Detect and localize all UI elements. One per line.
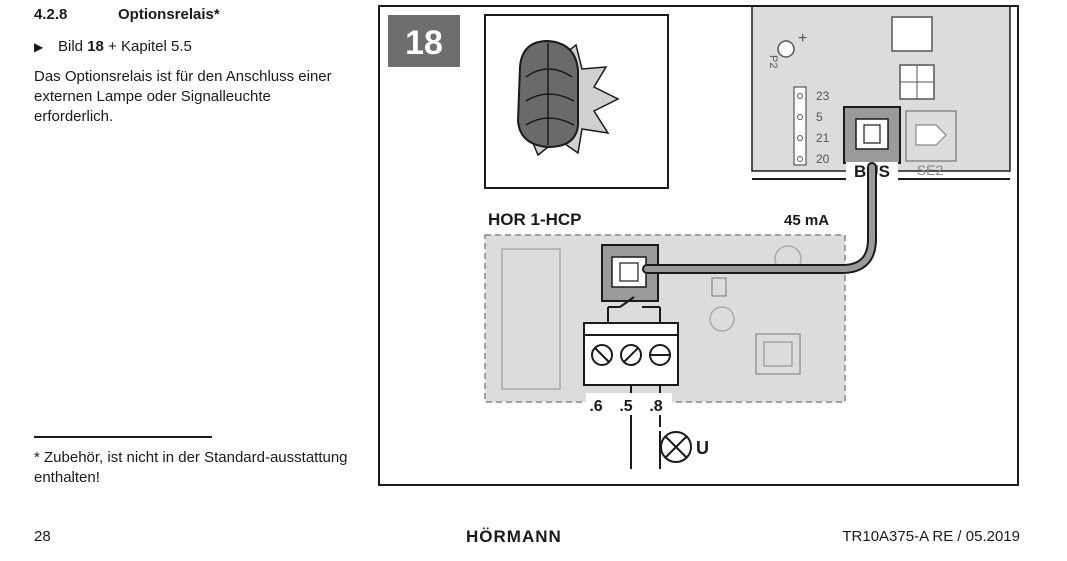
figure-18: 18 P2 + 23 5 21 20 BUS SE2 <box>378 5 1019 486</box>
signal-lamp-icon <box>516 39 620 157</box>
figure-reference: ▶ Bild 18 + Kapitel 5.5 <box>34 38 192 55</box>
terminal-label: .8 <box>649 398 662 415</box>
pin-header <box>793 86 807 166</box>
section-title: Optionsrelais* <box>118 6 220 23</box>
pin-label: 5 <box>816 110 823 124</box>
connector-icon <box>891 16 933 52</box>
reference-figure-number: 18 <box>87 38 104 55</box>
wiring-diagram: 18 P2 + 23 5 21 20 BUS SE2 <box>388 7 1011 469</box>
se2-socket <box>905 110 957 162</box>
p2-label: P2 <box>767 55 779 68</box>
section-number: 4.2.8 <box>34 6 68 23</box>
microcontroller-icon <box>755 333 801 375</box>
figure-number-badge <box>388 15 460 67</box>
chip-icon <box>711 277 727 297</box>
pin-label: 23 <box>816 89 830 103</box>
reference-suffix: + Kapitel 5.5 <box>103 38 192 55</box>
plus-sign: + <box>798 30 807 47</box>
lamp-label: U <box>696 438 709 458</box>
lamp-symbol-icon <box>660 431 692 463</box>
brand-logo: HÖRMANN <box>466 527 562 546</box>
se2-label: SE2 <box>917 162 944 178</box>
terminal-label: .6 <box>589 398 602 415</box>
document-reference: TR10A375-A RE / 05.2019 <box>842 528 1020 545</box>
page-number: 28 <box>34 528 51 545</box>
module-name: HOR 1-HCP <box>488 210 582 229</box>
arrow-right-icon: ▶ <box>34 40 44 54</box>
reference-prefix: Bild <box>58 38 88 55</box>
pin-label: 20 <box>816 152 830 166</box>
pin-label: 21 <box>816 131 830 145</box>
terminal-label: .5 <box>619 398 632 415</box>
current-rating: 45 mA <box>784 212 829 229</box>
figure-number: 18 <box>405 24 443 62</box>
controller-board: P2 + 23 5 21 20 BUS SE2 <box>751 7 1011 181</box>
footnote: * Zubehör, ist nicht in der Standard-aus… <box>34 449 348 486</box>
section-body: Das Optionsrelais ist für den Anschluss … <box>34 68 332 125</box>
relay-switch-icon <box>619 296 635 308</box>
relay-module-board <box>484 234 846 403</box>
footnote-rule <box>34 436 212 438</box>
potentiometer-icon <box>777 40 795 58</box>
